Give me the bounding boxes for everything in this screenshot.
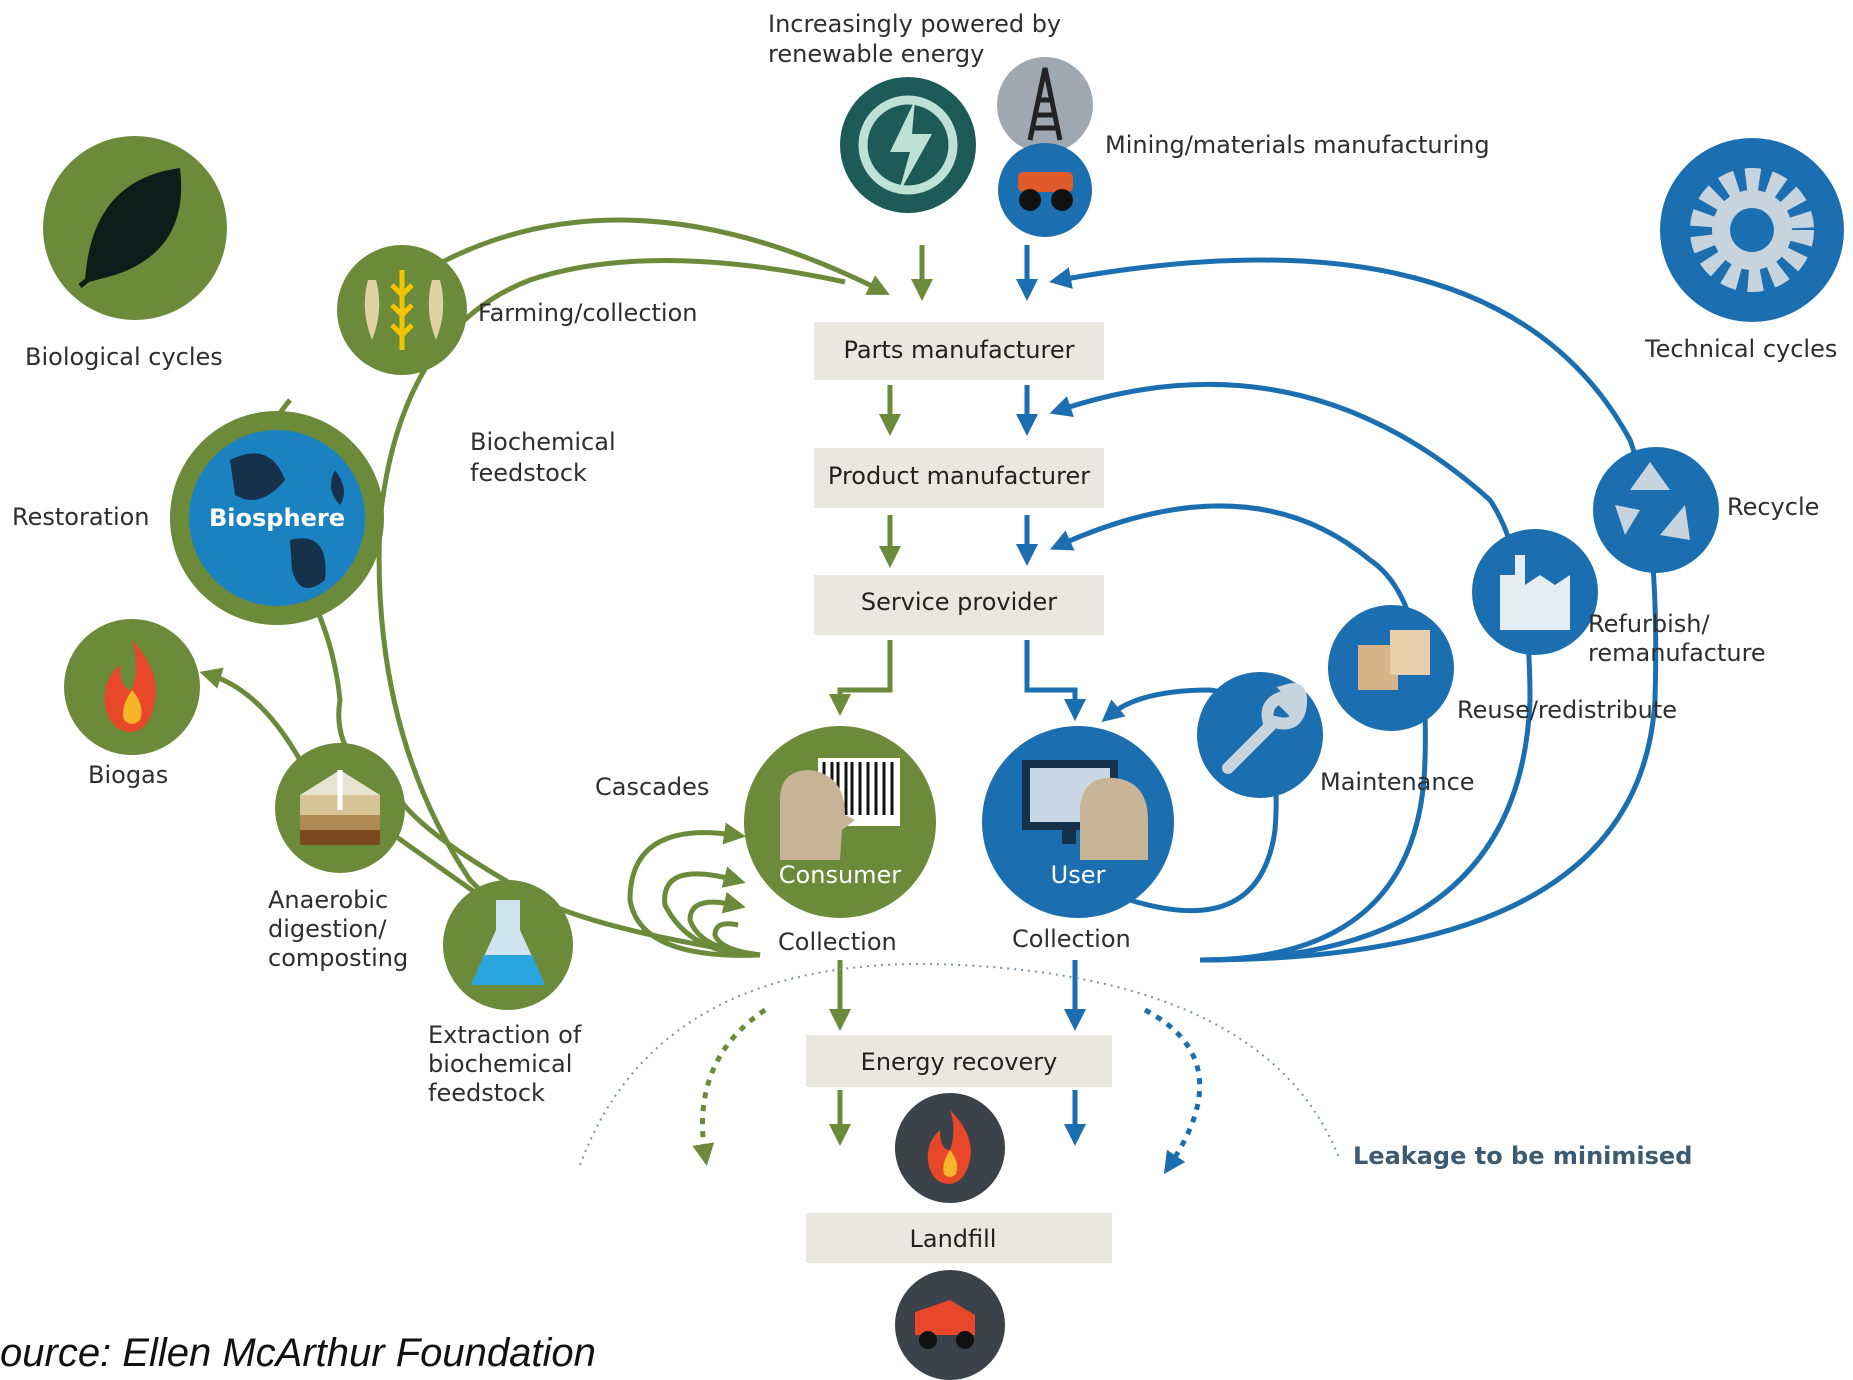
- svg-text:ource: Ellen McArthur Foundati: ource: Ellen McArthur Foundation: [0, 1331, 596, 1375]
- svg-text:Recycle: Recycle: [1727, 493, 1819, 521]
- svg-text:Collection: Collection: [778, 928, 897, 956]
- leakage-boundary: [579, 963, 1341, 1166]
- svg-text:Farming/collection: Farming/collection: [478, 299, 697, 327]
- svg-text:feedstock: feedstock: [470, 459, 587, 487]
- svg-text:Increasingly powered by: Increasingly powered by: [768, 10, 1061, 38]
- svg-text:Service provider: Service provider: [861, 588, 1057, 616]
- svg-text:Reuse/redistribute: Reuse/redistribute: [1457, 696, 1677, 724]
- svg-text:Consumer: Consumer: [779, 861, 902, 889]
- svg-text:Energy recovery: Energy recovery: [861, 1048, 1058, 1076]
- svg-text:Parts manufacturer: Parts manufacturer: [844, 336, 1075, 364]
- biosphere-globe-icon: Biosphere: [170, 411, 384, 625]
- recycle-icon: [1593, 447, 1719, 573]
- svg-text:feedstock: feedstock: [428, 1079, 545, 1107]
- product-manufacturer-box: Product manufacturer: [814, 448, 1104, 508]
- refurbish-factory-icon: [1472, 529, 1598, 655]
- svg-text:Landfill: Landfill: [910, 1225, 997, 1253]
- anaerobic-digestion-icon: [275, 743, 405, 873]
- svg-text:Collection: Collection: [1012, 925, 1131, 953]
- svg-text:Anaerobic: Anaerobic: [268, 886, 388, 914]
- svg-text:Extraction of: Extraction of: [428, 1021, 582, 1049]
- svg-text:Biochemical: Biochemical: [470, 428, 616, 456]
- farming-collection-icon: [337, 245, 467, 375]
- oil-rig-icon: [997, 57, 1093, 153]
- energy-recovery-box: Energy recovery: [806, 1035, 1112, 1087]
- svg-text:digestion/: digestion/: [268, 915, 387, 943]
- biological-flow-lines: [199, 217, 933, 1166]
- maintenance-wrench-icon: [1197, 672, 1323, 798]
- svg-text:Restoration: Restoration: [12, 503, 150, 531]
- landfill-box: Landfill: [806, 1213, 1112, 1263]
- svg-text:Refurbish/: Refurbish/: [1588, 610, 1711, 638]
- mining-truck-icon: [998, 143, 1092, 237]
- renewable-energy-icon: [840, 77, 976, 213]
- biogas-flame-icon: [64, 619, 200, 755]
- svg-text:Maintenance: Maintenance: [1320, 768, 1475, 796]
- svg-text:Mining/materials manufacturing: Mining/materials manufacturing: [1105, 131, 1490, 159]
- svg-text:Cascades: Cascades: [595, 773, 709, 801]
- svg-text:Product manufacturer: Product manufacturer: [828, 462, 1090, 490]
- biological-cycles-leaf-icon: [43, 136, 227, 320]
- user-node: User: [982, 726, 1174, 918]
- svg-text:Biological cycles: Biological cycles: [25, 343, 223, 371]
- consumer-node: Consumer: [744, 726, 936, 918]
- svg-text:biochemical: biochemical: [428, 1050, 572, 1078]
- landfill-truck-icon: [895, 1270, 1005, 1380]
- svg-text:User: User: [1051, 861, 1106, 889]
- svg-text:Technical cycles: Technical cycles: [1644, 335, 1837, 363]
- parts-manufacturer-box: Parts manufacturer: [814, 322, 1104, 380]
- svg-text:Leakage to be minimised: Leakage to be minimised: [1353, 1142, 1692, 1170]
- service-provider-box: Service provider: [814, 575, 1104, 635]
- svg-text:composting: composting: [268, 944, 408, 972]
- energy-recovery-flame-icon: [895, 1093, 1005, 1203]
- extraction-flask-icon: [443, 880, 573, 1010]
- reuse-boxes-icon: [1328, 605, 1454, 731]
- svg-text:Biosphere: Biosphere: [209, 504, 345, 532]
- svg-text:remanufacture: remanufacture: [1588, 639, 1766, 667]
- svg-text:renewable energy: renewable energy: [768, 40, 984, 68]
- svg-text:Biogas: Biogas: [88, 761, 168, 789]
- technical-cycles-gear-icon: [1660, 138, 1844, 322]
